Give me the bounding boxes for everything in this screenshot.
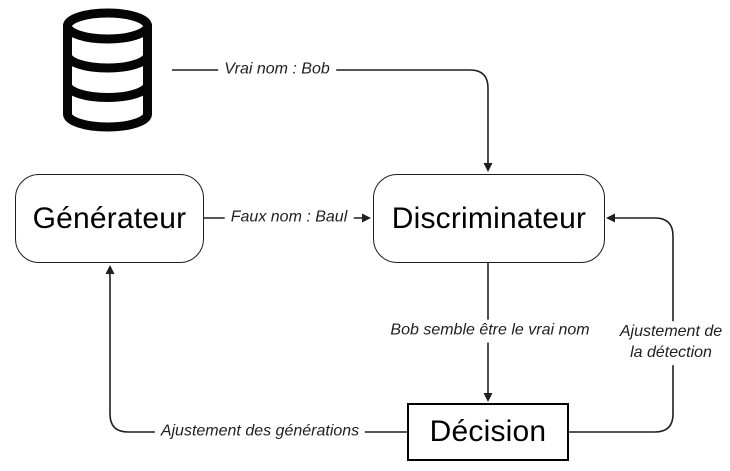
edge-label-generation-adjustment: Ajustement des générations [154, 420, 366, 444]
node-generateur-label: Générateur [32, 201, 187, 235]
edge-real-name [172, 69, 493, 172]
arrowhead-down-icon [483, 393, 493, 402]
arrowhead-left-icon [606, 213, 615, 223]
edge-label-detection-line1: Ajustement de [619, 323, 723, 341]
node-decision-label: Décision [429, 415, 547, 448]
node-discriminateur: Discriminateur [373, 174, 605, 263]
arrowhead-up-icon [105, 265, 115, 274]
edge-generation-adjustment [105, 265, 407, 433]
edge-label-detection-line2: la détection [630, 344, 712, 361]
node-decision: Décision [407, 403, 569, 461]
edge-label-verdict: Bob semble être le vrai nom [384, 319, 596, 343]
edge-label-real-name: Vrai nom : Bob [218, 58, 336, 82]
arrowhead-right-icon [362, 213, 371, 223]
edge-real-name-path [172, 69, 489, 164]
edge-label-detection-adjustment: Ajustement de la détection [613, 321, 729, 365]
node-generateur: Générateur [15, 174, 204, 263]
edge-generation-adjustment-path [109, 274, 407, 433]
database-icon [63, 8, 152, 132]
edge-label-fake-name: Faux nom : Baul [224, 206, 354, 230]
arrowhead-down-icon [483, 163, 493, 172]
node-discriminateur-label: Discriminateur [391, 201, 587, 235]
